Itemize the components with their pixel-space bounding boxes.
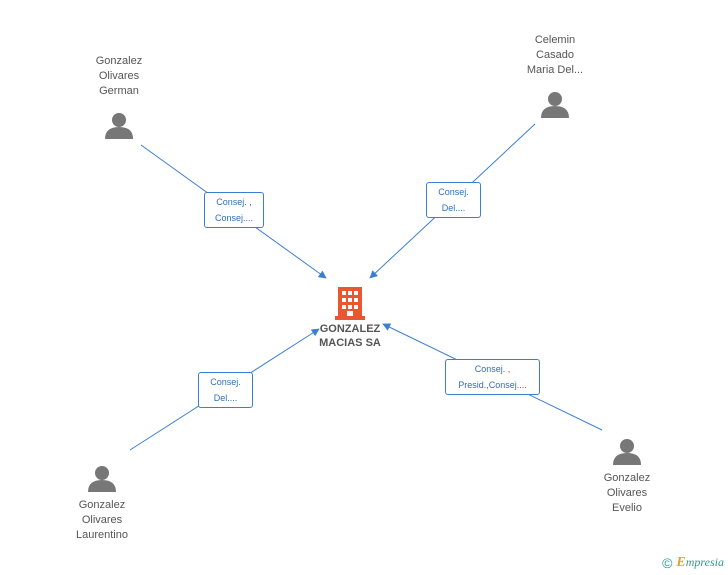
- relation-label-german[interactable]: Consej. ,Consej....: [204, 192, 264, 228]
- relation-label-laurentino[interactable]: Consej.Del....: [198, 372, 253, 408]
- brand-logo[interactable]: Empresia: [676, 555, 724, 570]
- person-icon: [613, 439, 641, 465]
- person-icon: [541, 92, 569, 118]
- company-node[interactable]: GONZALEZ MACIAS SA: [300, 286, 400, 350]
- relation-label-evelio[interactable]: Consej. ,Presid.,Consej....: [445, 359, 540, 395]
- person-icon: [88, 466, 116, 492]
- company-name: GONZALEZ MACIAS SA: [319, 323, 381, 349]
- relation-label-celemin[interactable]: Consej.Del....: [426, 182, 481, 218]
- person-icon: [105, 113, 133, 139]
- footer-brand: © Empresia: [662, 555, 724, 571]
- building-icon: [335, 287, 365, 320]
- copyright-icon: ©: [662, 555, 673, 571]
